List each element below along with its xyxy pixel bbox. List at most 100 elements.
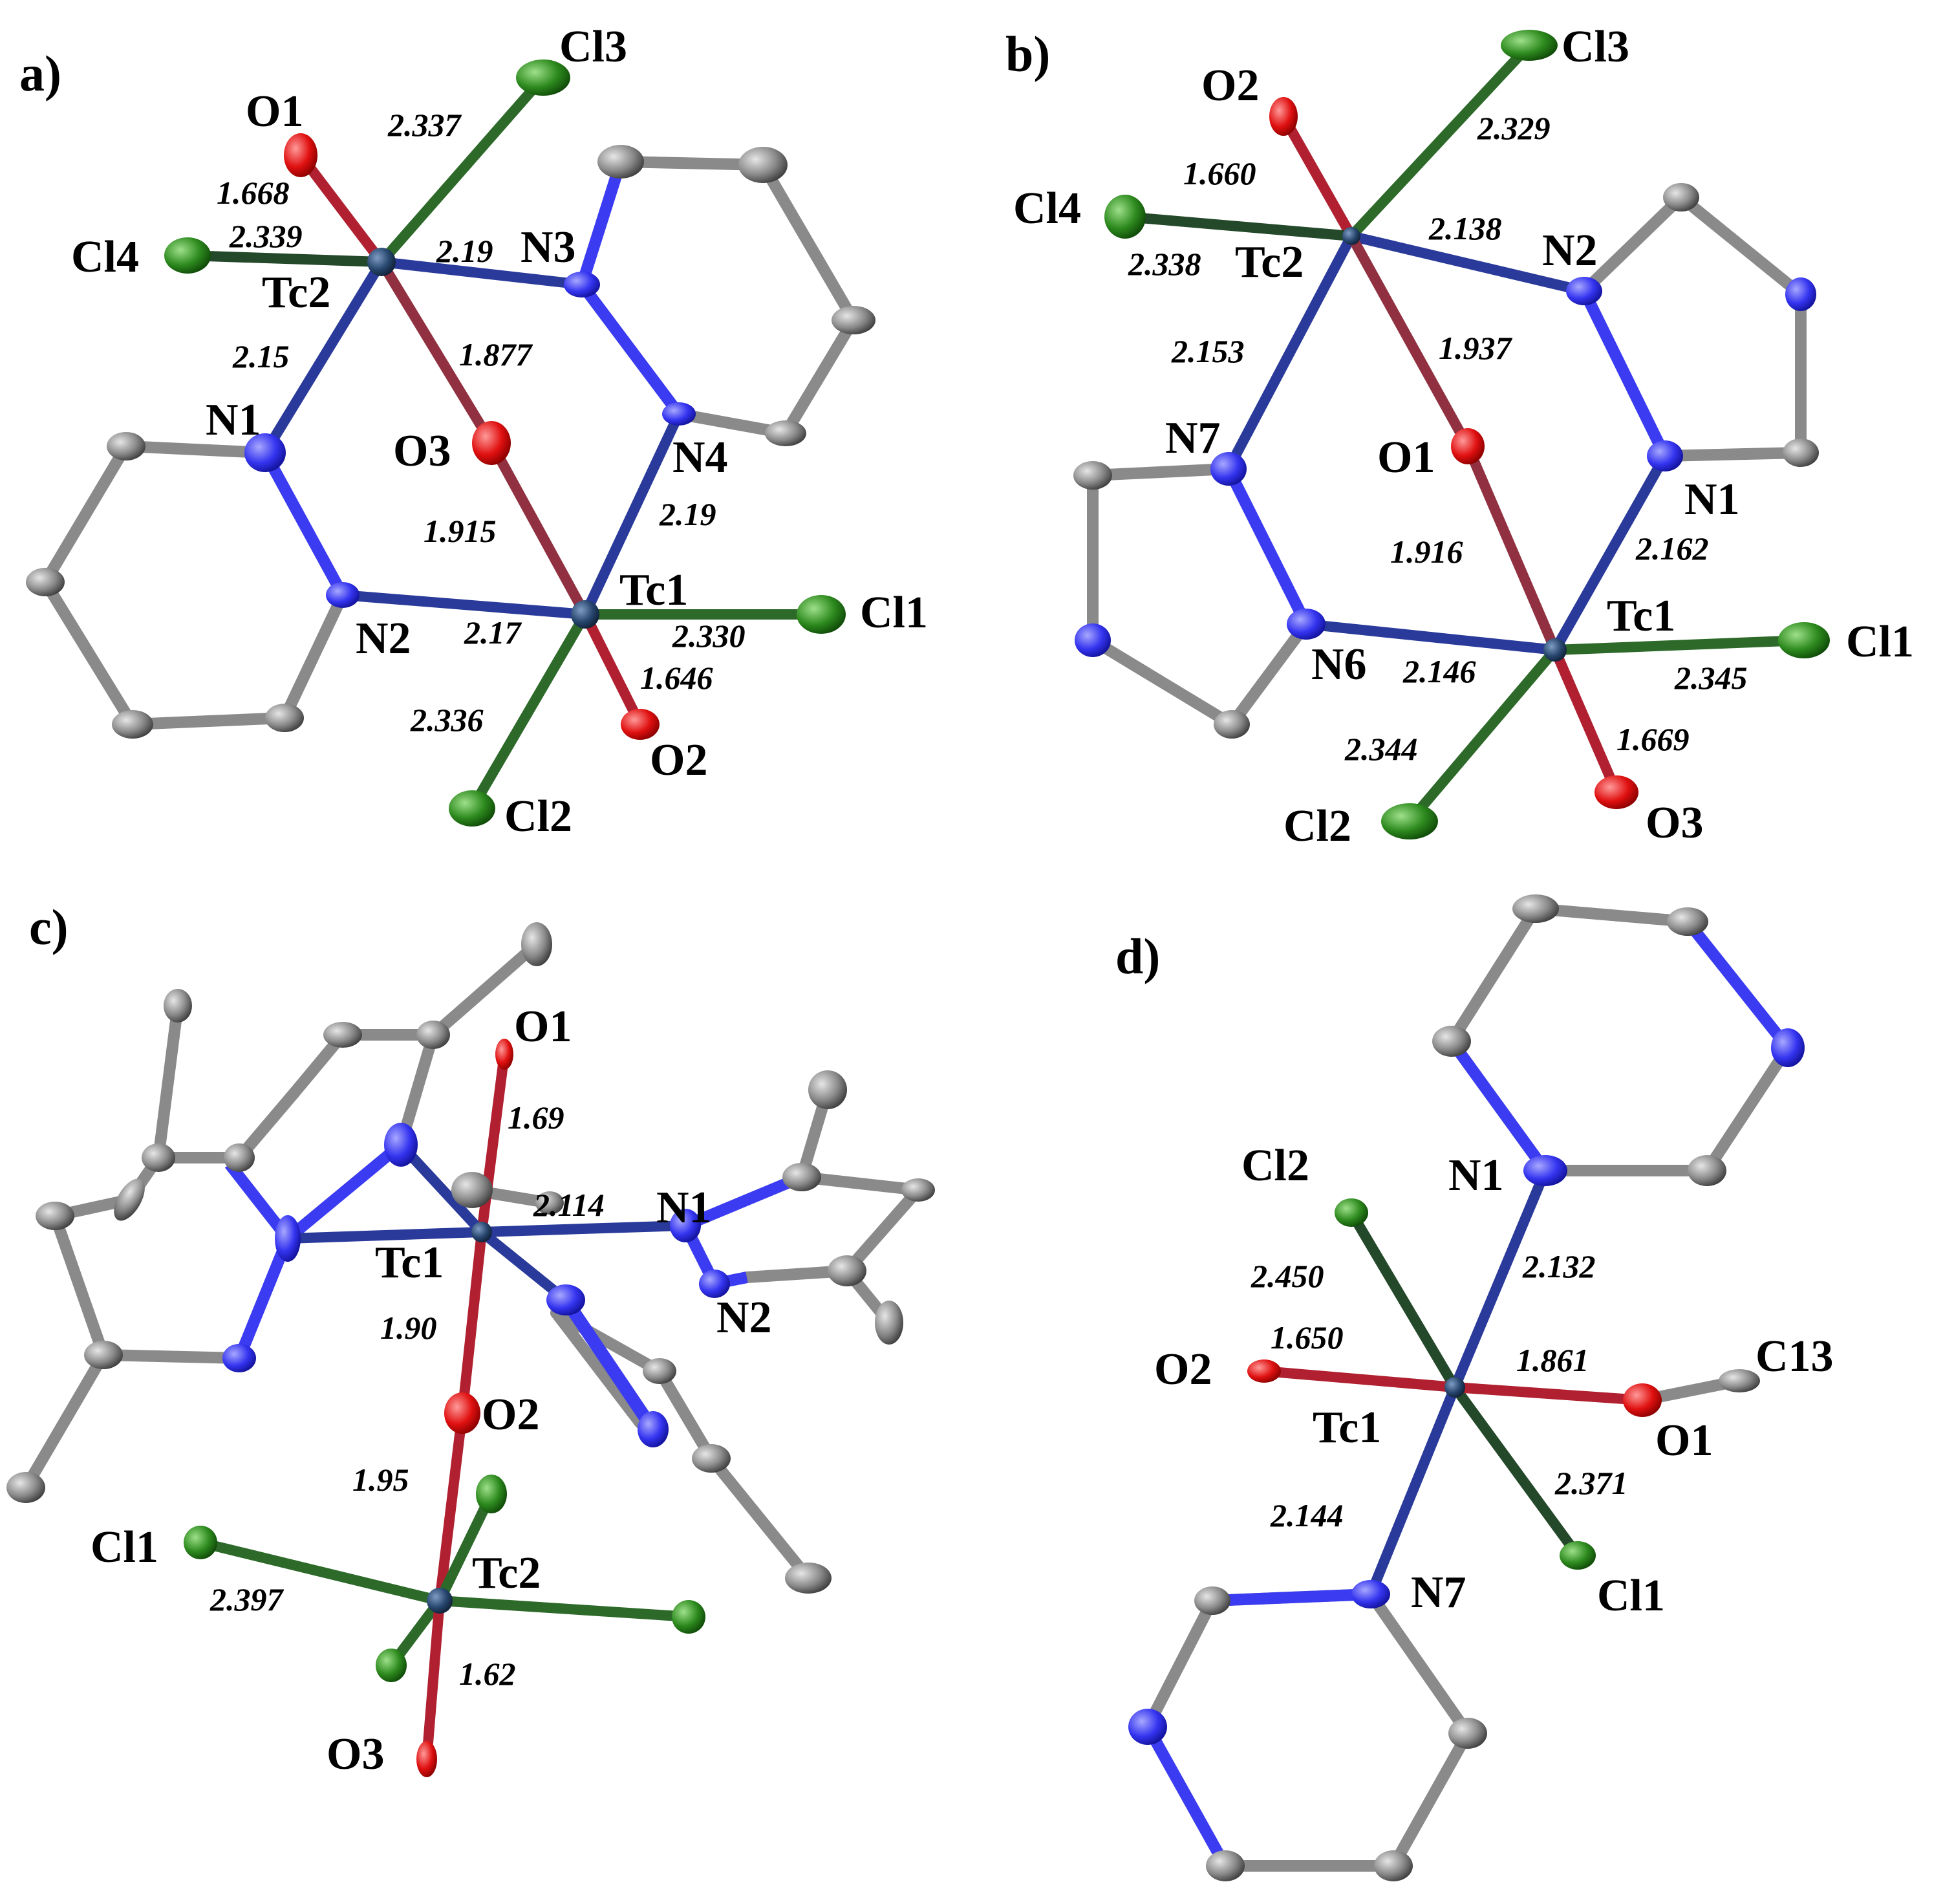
- panel-label-d: d): [1115, 928, 1160, 984]
- atom-label: Tc1: [375, 1238, 444, 1288]
- atoms: [6, 922, 935, 1777]
- bond-length: 2.138: [1428, 210, 1502, 246]
- atom-label: O1: [1377, 433, 1435, 482]
- atoms: [1128, 894, 1805, 1881]
- tc-n-bond: [1450, 1168, 1551, 1390]
- n-c-bond: [1446, 1037, 1551, 1174]
- n-n-bond: [233, 1236, 294, 1361]
- atoms: [1073, 30, 1830, 839]
- tc-n-bond: [1350, 231, 1585, 296]
- tc-n-bond: [1223, 233, 1357, 471]
- panel-d: d): [1115, 894, 1834, 1881]
- tc-cl-bond: [1124, 211, 1352, 241]
- atom-label: O2: [482, 1390, 539, 1440]
- tc-o-bond: [580, 612, 645, 727]
- bond-length: 2.344: [1344, 731, 1418, 767]
- panel-b: b): [1005, 22, 1914, 851]
- bond-length: 2.450: [1251, 1258, 1324, 1294]
- tc-o-bond: [435, 1412, 467, 1601]
- panel-label-b: b): [1005, 26, 1050, 82]
- tc-o-bond: [1454, 1382, 1643, 1405]
- n-n-bond: [1578, 288, 1671, 459]
- tc-n-bond: [481, 1220, 686, 1237]
- tc-o-bond: [377, 259, 496, 446]
- bond-length: 2.371: [1554, 1465, 1628, 1501]
- panel-label-c: c): [29, 899, 69, 955]
- atom-label: Cl1: [860, 588, 928, 638]
- bond-length: 1.660: [1183, 155, 1256, 191]
- tc-cl-bond: [1405, 646, 1560, 825]
- tc-cl-bond: [1450, 1384, 1582, 1559]
- bond-length: 2.144: [1270, 1497, 1344, 1533]
- atoms: [26, 60, 875, 827]
- tc-n-bond: [381, 257, 583, 290]
- tc-o-bond: [1279, 114, 1356, 239]
- atom-label: Cl3: [559, 22, 627, 72]
- bond-length: 2.338: [1128, 246, 1201, 282]
- tc-cl-bond: [187, 250, 382, 267]
- atom-label: N3: [521, 222, 576, 272]
- n-n-bond: [560, 1296, 659, 1433]
- bond-length: 1.669: [1616, 721, 1690, 757]
- atom-label: N7: [1411, 1568, 1466, 1617]
- atom-label: O2: [1201, 61, 1259, 111]
- atom-label: Cl4: [1013, 184, 1081, 233]
- bond-length: 1.90: [380, 1310, 437, 1346]
- atom-label: Cl2: [1283, 801, 1351, 851]
- panel-label-a: a): [19, 45, 61, 102]
- n-n-bond: [577, 281, 684, 418]
- atom-label: Cl1: [1597, 1571, 1665, 1621]
- bond-length: 2.132: [1522, 1248, 1596, 1284]
- bond-length: 2.329: [1477, 110, 1551, 146]
- n-c-bond: [1682, 918, 1793, 1052]
- bond-length: 1.861: [1516, 1342, 1589, 1378]
- bond-length: 2.17: [464, 614, 522, 651]
- bond-length: 2.345: [1674, 660, 1748, 696]
- tc-o-bond: [486, 440, 590, 617]
- tc-n-bond: [478, 1228, 570, 1304]
- bond-length: 2.330: [672, 618, 746, 654]
- n-n-bond: [260, 449, 348, 598]
- bond-length: 2.146: [1402, 653, 1476, 689]
- tc-o-bond: [1347, 233, 1472, 449]
- atom-label: N2: [1542, 226, 1598, 276]
- tc-n-bond: [1366, 1385, 1460, 1597]
- bond-length: 2.339: [229, 218, 303, 254]
- tc-n-bond: [342, 590, 586, 620]
- atom-label: Tc1: [619, 565, 688, 615]
- bond-length: 1.95: [352, 1462, 409, 1498]
- atom-label: N1: [656, 1183, 712, 1233]
- atom-label: O3: [327, 1729, 384, 1779]
- atom-label: O1: [246, 87, 303, 136]
- tc-cl-bond: [199, 1537, 441, 1606]
- bond-length: 2.19: [659, 496, 716, 532]
- atom-label: Cl2: [504, 792, 572, 841]
- tc-o-bond: [296, 152, 386, 265]
- tc-cl-bond: [1347, 41, 1533, 240]
- tc-n-bond: [580, 411, 684, 617]
- tc-cl-bond: [1347, 1209, 1459, 1390]
- tc-cl-bond: [439, 1596, 689, 1622]
- bond-length: 2.336: [410, 702, 484, 738]
- atom-label: Tc2: [472, 1548, 541, 1598]
- tc-n-bond: [1305, 619, 1556, 655]
- n-c-bond: [576, 160, 627, 287]
- bond-length: 1.646: [640, 660, 713, 696]
- n-c-bond: [1143, 1724, 1230, 1869]
- panel-c: c): [6, 899, 935, 1779]
- n-n-bond: [284, 1140, 405, 1243]
- atom-label: C13: [1755, 1332, 1834, 1381]
- atom-label: O2: [650, 735, 707, 785]
- tc-n-bond: [261, 259, 386, 456]
- atom-label: N1: [1684, 475, 1740, 525]
- bond-length: 1.62: [459, 1656, 516, 1692]
- bond-length: 2.19: [436, 233, 493, 269]
- tc-n-bond: [1551, 453, 1669, 653]
- n-c-bond: [1212, 1588, 1371, 1606]
- bond-length: 2.162: [1635, 530, 1709, 567]
- tc-n-bond: [397, 1141, 486, 1236]
- atom-label: N6: [1311, 640, 1367, 689]
- tc-o-bond: [1263, 1366, 1455, 1392]
- bond-length: 2.337: [387, 107, 462, 143]
- n-n-bond: [1223, 466, 1312, 627]
